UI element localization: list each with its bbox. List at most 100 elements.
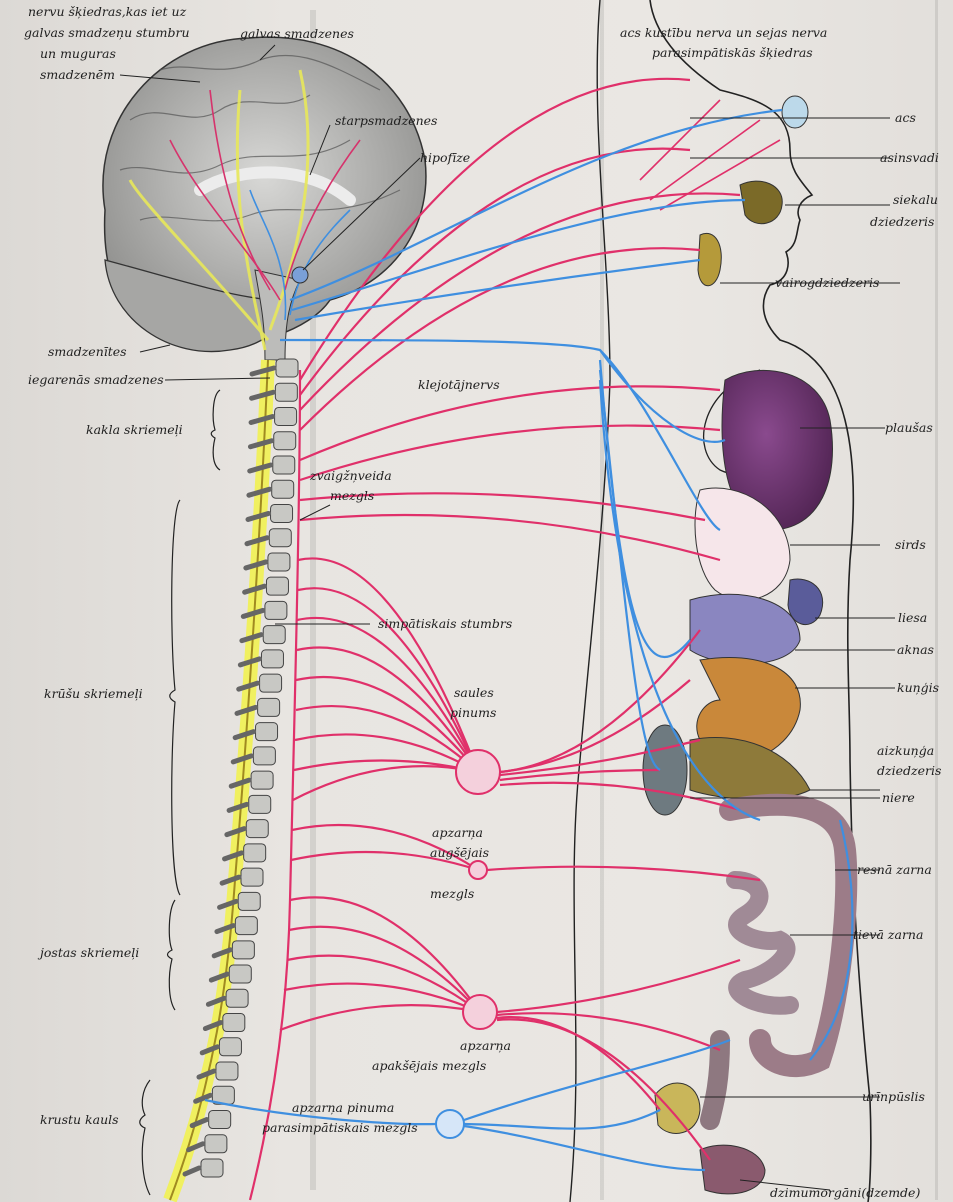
vertebra <box>223 1014 245 1032</box>
vertebra <box>269 529 291 547</box>
rectum <box>710 1040 720 1120</box>
pancreas <box>690 737 810 799</box>
label-salivary-2: dziedzeris <box>870 214 934 229</box>
label-inf-mes-1: apzarņa <box>460 1038 511 1053</box>
label-sympathetic-trunk: simpātiskais stumbrs <box>378 616 512 631</box>
vertebra <box>244 844 266 862</box>
ganglia <box>436 750 500 1138</box>
label-pelvic-2: parasimpātiskais mezgls <box>262 1120 418 1135</box>
vertebra <box>273 456 295 474</box>
label-small-intestine: tievā zarna <box>853 927 923 942</box>
parasympathetic-fiber <box>464 1110 660 1129</box>
label-lumbar: jostas skriemeļi <box>37 945 139 960</box>
plexus-fiber <box>497 960 740 1012</box>
vertebra <box>201 1159 223 1177</box>
small-intestine <box>735 880 790 1006</box>
label-medulla: iegarenās smadzenes <box>28 372 164 387</box>
label-kidney: niere <box>882 790 915 805</box>
label-sup-mes-1: apzarņa <box>432 825 483 840</box>
superior-mesenteric-ganglion <box>469 861 487 879</box>
spinal-column <box>170 359 298 1200</box>
vertebra <box>266 577 288 595</box>
label-eye-nerve-1: acs kustību nerva un sejas nerva <box>620 25 827 40</box>
vertebra <box>229 965 251 983</box>
vertebra <box>261 650 283 668</box>
vertebra <box>251 771 273 789</box>
label-cerebellum: smadzenītes <box>48 344 127 359</box>
vertebra <box>246 820 268 838</box>
liver <box>690 594 800 664</box>
label-lungs: plaušas <box>885 420 933 435</box>
plexus-fiber <box>497 1017 660 1110</box>
label-sup-mes-3: mezgls <box>430 886 474 901</box>
vertebra <box>258 698 280 716</box>
vertebra <box>272 480 294 498</box>
vertebra <box>205 1135 227 1153</box>
label-brain: galvas smadzenes <box>240 26 354 41</box>
vertebra <box>275 383 297 401</box>
label-eye: acs <box>895 110 916 125</box>
label-salivary-1: siekalu <box>893 192 938 207</box>
label-thyroid: vairogdziedzeris <box>775 275 879 290</box>
sympathetic-fiber <box>300 386 720 460</box>
vertebra <box>241 868 263 886</box>
label-vagus: klejotājnervs <box>418 377 500 392</box>
vertebra <box>219 1038 241 1056</box>
label-diencephalon: starpsmadzenes <box>335 113 437 128</box>
label-nerve-fibers-3: un muguras <box>40 46 116 61</box>
vertebra <box>260 674 282 692</box>
vertebra <box>216 1062 238 1080</box>
label-pancreas-1: aizkuņģa <box>877 743 934 758</box>
sympathetic-fiber <box>300 515 720 560</box>
organs <box>643 96 846 1194</box>
plexus-fiber <box>487 867 760 880</box>
solar-plexus <box>456 750 500 794</box>
label-nerve-fibers-1: nervu šķiedras,kas iet uz <box>28 4 187 19</box>
label-vessels: asinsvadi <box>880 150 939 165</box>
thyroid <box>698 233 721 285</box>
eye <box>782 96 808 128</box>
vertebra <box>256 723 278 741</box>
inferior-mesenteric-ganglion <box>463 995 497 1029</box>
sympathetic-fiber <box>289 927 480 1012</box>
label-heart: sirds <box>895 537 926 552</box>
label-pituitary: hipofīze <box>420 150 470 165</box>
pelvic-ganglion <box>436 1110 464 1138</box>
vertebra <box>276 359 298 377</box>
vertebra <box>274 432 296 450</box>
salivary-gland <box>740 181 782 224</box>
label-cervical: kakla skriemeļi <box>86 422 183 437</box>
label-spleen: liesa <box>898 610 927 625</box>
vertebra <box>275 407 297 425</box>
label-stomach: kuņģis <box>897 680 939 695</box>
label-liver: aknas <box>897 642 934 657</box>
label-colon: resnā zarna <box>857 862 932 877</box>
label-pancreas-2: dziedzeris <box>877 763 941 778</box>
label-stellate-1: zvaigžņveida <box>309 468 392 483</box>
vertebra <box>271 504 293 522</box>
label-nerve-fibers-4: smadzenēm <box>40 67 115 82</box>
vertebra <box>209 1111 231 1129</box>
label-stellate-2: mezgls <box>330 488 374 503</box>
vertebra <box>263 626 285 644</box>
label-inf-mes-2: apakšējais mezgls <box>372 1058 486 1073</box>
label-genitals: dzimumorgāni(dzemde) <box>770 1185 920 1200</box>
label-pelvic-1: apzarņa pinuma <box>292 1100 394 1115</box>
uterus <box>700 1145 765 1194</box>
vertebra <box>232 941 254 959</box>
label-solar-1: saules <box>454 685 494 700</box>
vertebra <box>253 747 275 765</box>
label-thoracic: krūšu skriemeļi <box>44 686 143 701</box>
vertebra <box>249 795 271 813</box>
bladder <box>655 1083 700 1133</box>
vertebra <box>238 892 260 910</box>
label-sup-mes-2: augšējais <box>430 845 489 860</box>
label-bladder: urīnpūslis <box>862 1089 925 1104</box>
label-nerve-fibers-2: galvas smadzeņu stumbru <box>24 25 190 40</box>
label-sacrum: krustu kauls <box>40 1112 119 1127</box>
vertebra <box>235 917 257 935</box>
vertebra <box>268 553 290 571</box>
sympathetic-fiber <box>293 766 478 800</box>
